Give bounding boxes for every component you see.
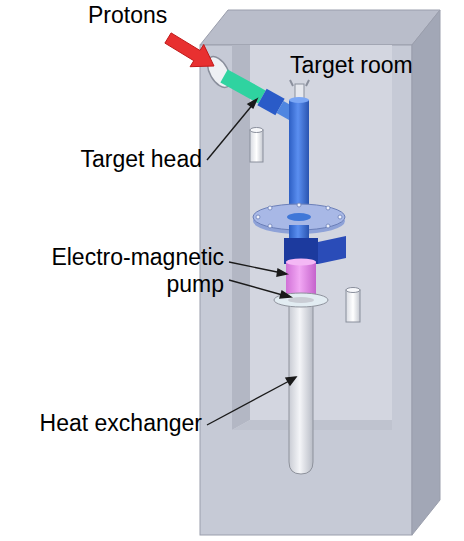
target-tube-top (289, 97, 309, 103)
target-head (224, 76, 262, 97)
part-label: Protons (88, 2, 198, 29)
recess-wall (232, 45, 250, 430)
part-label: Target room (290, 52, 440, 79)
side-cylinder (250, 130, 263, 162)
slab-top (200, 10, 440, 45)
flange-bore (287, 213, 311, 221)
lower-tube (289, 225, 309, 240)
tube-fitting (306, 80, 309, 86)
label-position: Target room (290, 52, 440, 79)
part-label: Target head (20, 146, 202, 173)
leader-arrowhead (286, 377, 296, 385)
side-cylinder-top (346, 288, 360, 293)
leader-line (229, 262, 282, 273)
leader-line (207, 380, 291, 425)
pump-housing-box (318, 236, 346, 264)
leader-arrowhead (277, 269, 287, 276)
heat-exchanger-bore (288, 297, 314, 303)
target-tube (289, 100, 309, 218)
label-position: Protons (88, 2, 198, 29)
tube-fitting (290, 80, 293, 86)
side-cylinder (346, 290, 360, 322)
proton-arrow (165, 33, 214, 67)
pump-top (286, 259, 316, 266)
slab-side (412, 10, 440, 535)
slab-front (200, 45, 412, 535)
label-position: Target head (20, 146, 202, 173)
heat-exchanger (289, 300, 313, 474)
leader-arrowhead (248, 99, 257, 108)
part-label: Heat exchanger (10, 410, 202, 437)
leader-arrowhead (280, 291, 291, 298)
label-position: Electro-magnetic pump (4, 244, 224, 298)
leader-line (207, 103, 254, 160)
part-label: Electro-magnetic pump (24, 244, 224, 298)
leader-line (229, 280, 286, 296)
side-cylinder-top (250, 128, 263, 133)
target-head-collar (262, 97, 280, 107)
label-position: Heat exchanger (10, 410, 202, 437)
